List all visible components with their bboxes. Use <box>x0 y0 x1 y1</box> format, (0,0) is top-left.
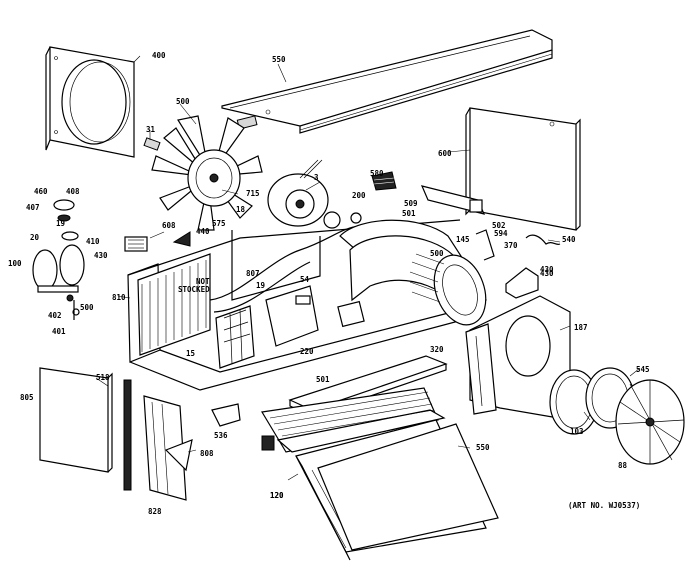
label-810: 810 <box>112 293 126 302</box>
small-box-430 <box>505 267 539 299</box>
label-580: 580 <box>370 169 384 178</box>
label-145: 145 <box>456 235 470 244</box>
label-408: 408 <box>66 187 80 196</box>
blower-housing <box>337 219 487 328</box>
label-120: 120 <box>270 491 284 500</box>
label-410: 410 <box>86 237 100 246</box>
leader-lines <box>95 55 641 481</box>
label-536: 536 <box>214 431 228 440</box>
label-550b: 550 <box>476 443 490 452</box>
label-407: 407 <box>26 203 40 212</box>
label-100: 100 <box>8 259 22 268</box>
label-402: 402 <box>48 311 62 320</box>
label-600: 600 <box>438 149 452 158</box>
label-500: 500 <box>176 97 190 106</box>
label-stocked: STOCKED <box>178 285 210 294</box>
art-number: (ART NO. WJ0537) <box>568 501 640 510</box>
fan-shroud <box>45 46 135 158</box>
tube-bracket <box>475 229 561 261</box>
label-594: 594 <box>494 229 508 238</box>
label-103: 103 <box>570 427 584 436</box>
label-not: NOT <box>196 277 210 286</box>
label-3: 3 <box>314 173 319 182</box>
bolt-31 <box>143 137 161 151</box>
label-545: 545 <box>636 365 650 374</box>
top-bracket <box>420 185 486 215</box>
label-550: 550 <box>272 55 286 64</box>
label-828: 828 <box>148 507 162 516</box>
label-430: 430 <box>94 251 108 260</box>
label-320: 320 <box>430 345 444 354</box>
label-500b: 500 <box>80 303 94 312</box>
coil-fins <box>141 260 207 352</box>
side-panel <box>465 107 581 231</box>
label-805: 805 <box>20 393 34 402</box>
label-715: 715 <box>246 189 260 198</box>
label-807: 807 <box>246 269 260 278</box>
grille-louvers <box>269 391 435 437</box>
label-19b: 19 <box>256 281 266 290</box>
blower-wheel-88 <box>615 379 685 465</box>
blower-wheel-slats <box>409 253 445 303</box>
label-31: 31 <box>146 125 156 134</box>
label-220: 220 <box>300 347 314 356</box>
fin-grate <box>371 171 397 191</box>
label-430c: 430 <box>540 269 554 278</box>
label-120b: 120 <box>270 491 284 500</box>
label-15: 15 <box>186 349 195 358</box>
front-cover <box>317 423 499 551</box>
label-440: 440 <box>196 227 210 236</box>
front-bulkhead <box>465 295 571 421</box>
label-430b: 430 <box>540 265 554 274</box>
side-cover-805 <box>39 367 113 473</box>
clip-536 <box>211 403 241 427</box>
side-bracket-828 <box>143 395 193 501</box>
base-chassis <box>127 219 471 391</box>
fan-motor <box>267 159 362 229</box>
label-400: 400 <box>152 51 166 60</box>
label-518: 518 <box>96 373 110 382</box>
label-608: 608 <box>162 221 176 230</box>
compressor-grid <box>223 309 251 365</box>
cabinet-top-panel <box>221 29 553 134</box>
label-575: 575 <box>212 219 226 228</box>
label-501b: 501 <box>316 375 330 384</box>
callout-labels: 400 550 500 31 3 600 580 715 18 200 608 … <box>8 51 650 516</box>
label-401: 401 <box>52 327 66 336</box>
label-19: 19 <box>56 219 66 228</box>
label-502: 502 <box>492 221 506 230</box>
front-grille <box>261 387 446 453</box>
label-460: 460 <box>34 187 48 196</box>
grille-block <box>124 236 148 252</box>
label-20: 20 <box>30 233 40 242</box>
small-grille-block <box>261 435 275 451</box>
label-370: 370 <box>504 241 518 250</box>
label-187: 187 <box>574 323 588 332</box>
label-808: 808 <box>200 449 214 458</box>
compressor-parts <box>32 199 85 320</box>
label-540: 540 <box>562 235 576 244</box>
label-54: 54 <box>300 275 310 284</box>
label-200: 200 <box>352 191 366 200</box>
label-501: 501 <box>402 209 416 218</box>
wedge-part <box>172 231 191 247</box>
label-509: 509 <box>404 199 418 208</box>
condenser-fan <box>151 115 263 231</box>
label-18: 18 <box>236 205 246 214</box>
gasket-strip <box>123 379 132 491</box>
label-500c: 500 <box>430 249 444 258</box>
label-88: 88 <box>618 461 628 470</box>
